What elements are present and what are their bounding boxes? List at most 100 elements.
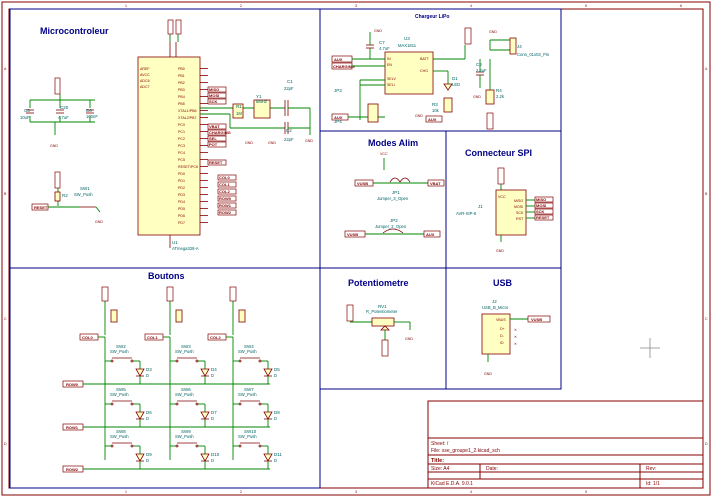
crystal-ref: Y1 bbox=[256, 94, 262, 99]
switch-value: SW_Push bbox=[110, 349, 129, 354]
sck-label: SCK bbox=[536, 209, 545, 214]
col1-label: COL1 bbox=[219, 182, 230, 187]
mcu-pin-label: AVCC bbox=[140, 73, 150, 77]
mcu-pin-label: PC0 bbox=[178, 123, 185, 127]
charger-value: MAX1811 bbox=[398, 43, 417, 48]
pot-value: R_Potentiometer bbox=[366, 309, 398, 314]
net-label-vbat bbox=[464, 27, 472, 45]
potentiometer[interactable]: RV1 R_Potentiometer GND bbox=[346, 304, 413, 357]
aux-label: AUX bbox=[426, 232, 435, 237]
mcu-pin-label: PC2 bbox=[178, 137, 185, 141]
jumper-jp2[interactable]: VUSB AUX JP2 Jumper_2_Open bbox=[344, 218, 441, 238]
mcu-pin-label: PD4 bbox=[178, 200, 185, 204]
mcu-pin-label: PD2 bbox=[178, 186, 185, 190]
mcu-pin-label: PB3 bbox=[178, 88, 185, 92]
diode-ref: D5 bbox=[274, 367, 280, 372]
charger-ic[interactable]: U3 MAX1811 IN EN SELV SELI BATT CHG bbox=[384, 36, 434, 95]
col-label: 1 bbox=[125, 490, 127, 494]
row-label: C bbox=[705, 317, 708, 321]
gnd-label: GND bbox=[50, 144, 58, 148]
c6-ref: C6 bbox=[86, 108, 92, 113]
section-title-spi: Connecteur SPI bbox=[465, 148, 532, 158]
section-title-modes: Modes Alim bbox=[368, 138, 418, 148]
diode-value: D bbox=[274, 416, 277, 421]
aux-label: AUX bbox=[428, 117, 437, 122]
mcu-body bbox=[137, 56, 201, 236]
switch-ref: SW6 bbox=[181, 387, 191, 392]
mcu-value: ATmega328-A bbox=[172, 246, 199, 251]
mcu-right-pins: PB0PB1PB2PB3PB4PB5XTAL1/PB6XTAL2/PB7PC0P… bbox=[178, 67, 208, 225]
diode-icon bbox=[200, 453, 210, 462]
net-label-3v3 bbox=[54, 77, 61, 95]
jp-ref: JP4 bbox=[334, 119, 342, 124]
mcu-pin-label: PC5 bbox=[178, 158, 185, 162]
pullup-resistor bbox=[238, 309, 246, 323]
diode-icon bbox=[200, 368, 210, 377]
tb-rev: Rev: bbox=[646, 466, 656, 472]
c20-ref: C20 bbox=[60, 105, 69, 110]
sck-label: SCK bbox=[209, 99, 218, 104]
col0-label: COL0 bbox=[82, 335, 93, 340]
jumper-jp1[interactable]: VCC VUSB VBAT JP1 Jumper_3_Open bbox=[354, 152, 445, 201]
pot-label: POT bbox=[209, 142, 218, 147]
diode-ref: D9 bbox=[146, 452, 152, 457]
net-label-3v3 bbox=[167, 19, 174, 35]
gnd-label: GND bbox=[496, 249, 504, 253]
net-label-pot bbox=[381, 339, 389, 357]
col-label: 4 bbox=[470, 490, 472, 494]
vusb-label: VUSB bbox=[531, 317, 542, 322]
col-label: 4 bbox=[470, 4, 472, 8]
tb-sheet: Sheet: / bbox=[431, 441, 449, 447]
row-label: B bbox=[705, 192, 708, 196]
mcu-pin-label: PD3 bbox=[178, 193, 185, 197]
diode-ref: D4 bbox=[211, 367, 217, 372]
crystal-circuit[interactable]: R1 1M Y1 8MHz C1 22pF C2 22pF GND GND GN… bbox=[200, 79, 313, 145]
c1-value: 22pF bbox=[284, 86, 294, 91]
no-connect-icon: ✕ bbox=[514, 342, 517, 346]
col-label: 2 bbox=[240, 4, 242, 8]
mcu-pin-label: PD6 bbox=[178, 214, 185, 218]
mcu-pin-label: ADC6 bbox=[140, 79, 150, 83]
switch-value: SW_Push bbox=[238, 434, 257, 439]
diode-value: D bbox=[211, 373, 214, 378]
row-label: D bbox=[705, 442, 708, 446]
spi-connector[interactable]: J1 AVR-ISP-6 VCC MISO MOSI SCK RST MISO … bbox=[456, 167, 554, 253]
col-label: 1 bbox=[125, 4, 127, 8]
diode-value: D bbox=[146, 458, 149, 463]
mcu-pin-label: XTAL1/PB6 bbox=[178, 109, 197, 113]
diode-ref: D11 bbox=[274, 452, 282, 457]
net-label-vbat bbox=[486, 112, 494, 130]
row0-label: ROW0 bbox=[66, 382, 79, 387]
pot-ref: RV1 bbox=[378, 304, 387, 309]
diode-ref: D6 bbox=[146, 410, 152, 415]
usb-connector[interactable]: J2 USB_B_Micro VBUS D+ D- ID VUSB GND ✕ … bbox=[481, 299, 551, 376]
reset-label: RESET bbox=[536, 215, 550, 220]
crystal-value: 8MHz bbox=[256, 99, 267, 104]
mcu-pin-label: ADC7 bbox=[140, 85, 150, 89]
gnd-label: GND bbox=[268, 141, 276, 145]
sw1-value: SW_Push bbox=[74, 192, 93, 197]
switch-value: SW_Push bbox=[175, 392, 194, 397]
section-title-potentiometre: Potentiometre bbox=[348, 278, 409, 288]
mcu-symbol[interactable]: U1 ATmega328-A AREF AVCC ADC6 ADC7 PB0PB… bbox=[137, 42, 208, 251]
mcu-supply bbox=[167, 19, 182, 42]
title-block: Sheet: / File: sse_groupe1_2.kicad_sch T… bbox=[427, 400, 704, 489]
reset-label-text: RESET bbox=[34, 205, 48, 210]
usb-pin: ID bbox=[500, 341, 504, 345]
mosi-label: MOSI bbox=[536, 203, 546, 208]
reset-switch[interactable]: RESET SW1 SW_Push GND R2 bbox=[31, 171, 103, 224]
switch-value: SW_Push bbox=[238, 349, 257, 354]
spi-pin: VCC bbox=[498, 195, 506, 199]
usb-pin: D- bbox=[500, 334, 505, 338]
